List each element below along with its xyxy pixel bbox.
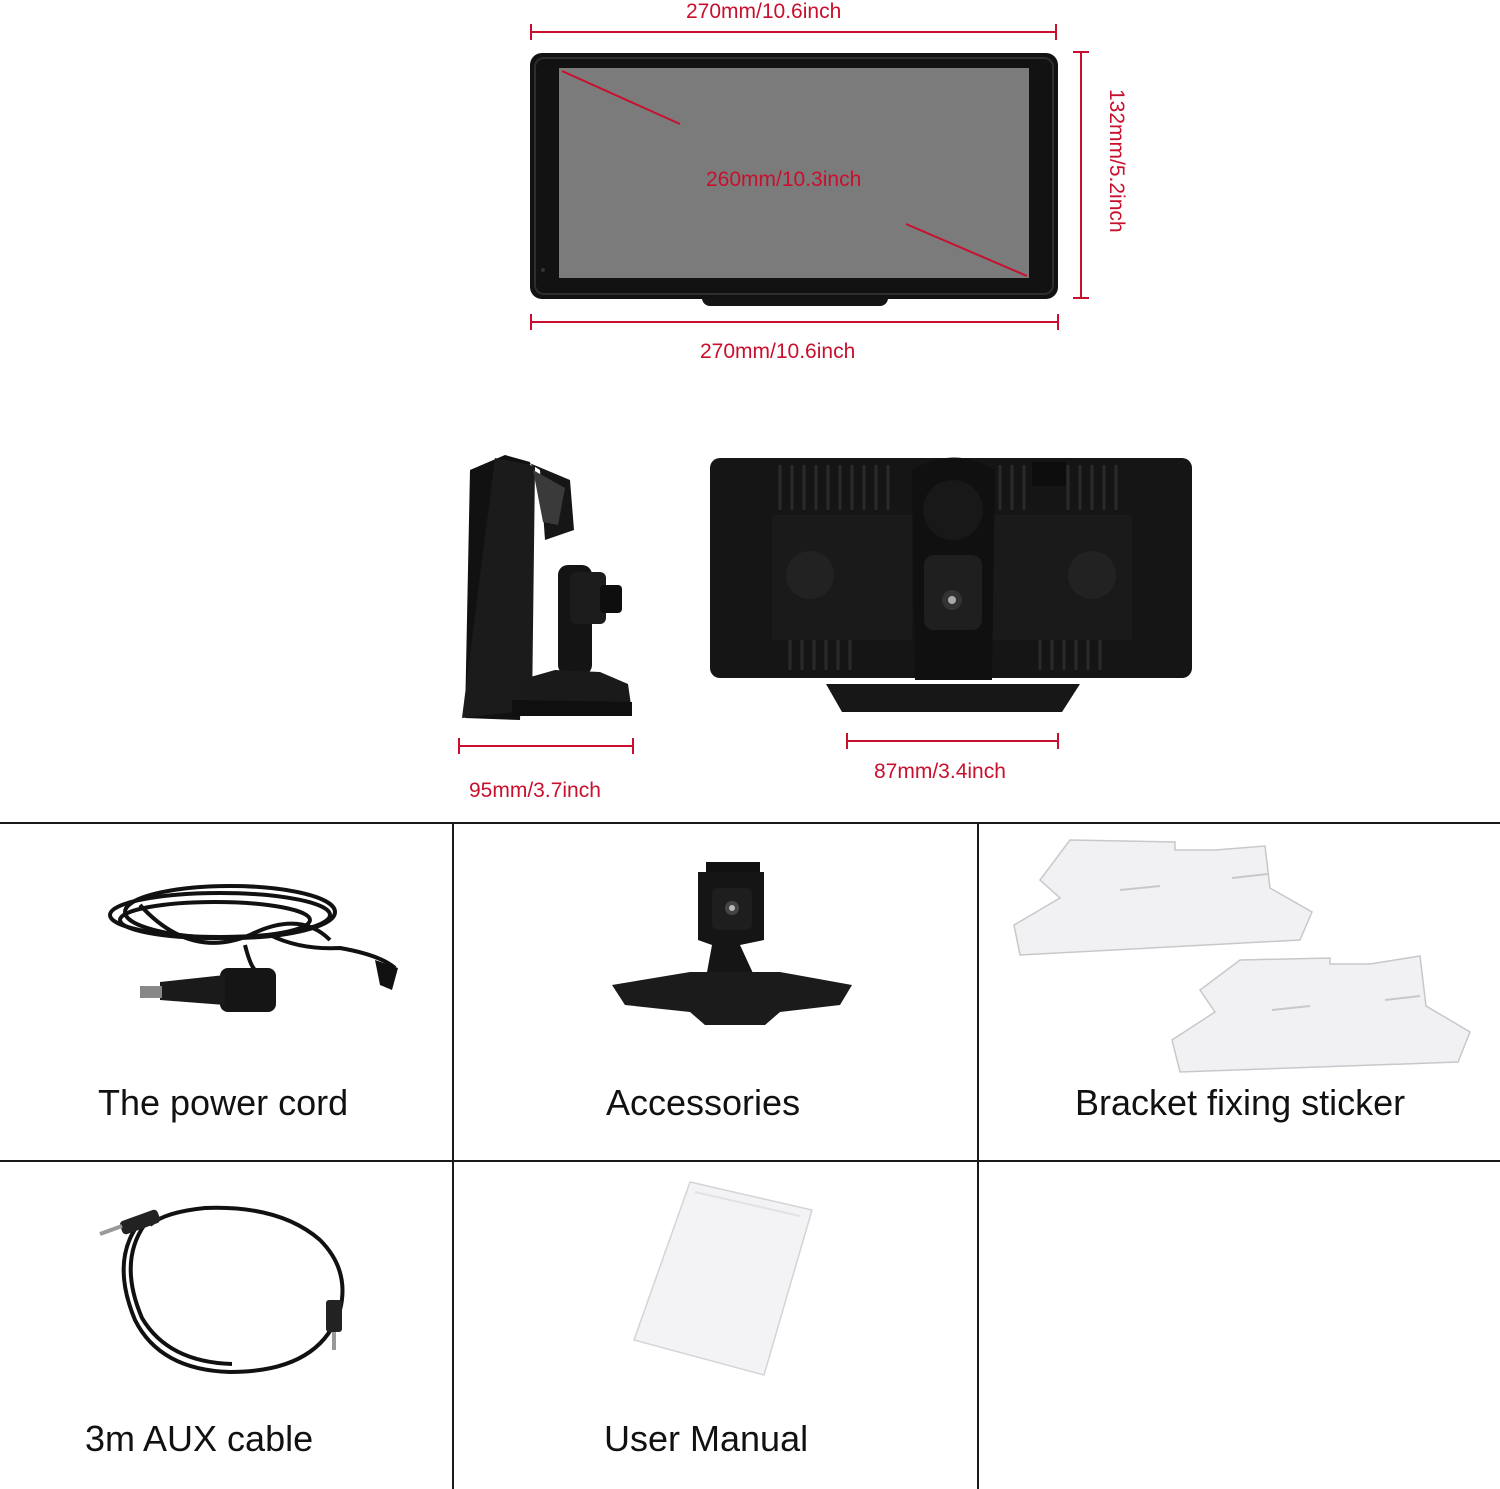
item-label: The power cord xyxy=(98,1082,349,1123)
grid-divider xyxy=(0,822,1500,824)
screen-diagonal-label: 260mm/10.3inch xyxy=(706,168,862,191)
grid-divider xyxy=(452,822,454,1489)
bottom-width-label: 270mm/10.6inch xyxy=(700,340,856,363)
item-label: Bracket fixing sticker xyxy=(1075,1082,1406,1123)
device-side-image xyxy=(458,455,1192,754)
top-width-arrow xyxy=(530,24,1089,330)
top-width-label: 270mm/10.6inch xyxy=(686,0,842,23)
item-label: Accessories xyxy=(606,1082,801,1123)
side-depth-label: 95mm/3.7inch xyxy=(469,779,601,802)
item-label: User Manual xyxy=(604,1418,809,1459)
item-label: 3m AUX cable xyxy=(85,1418,314,1459)
grid-divider xyxy=(977,822,979,1489)
stand-width-label: 87mm/3.4inch xyxy=(874,760,1006,783)
device-front-image xyxy=(530,53,1058,306)
grid-divider xyxy=(0,1160,1500,1162)
